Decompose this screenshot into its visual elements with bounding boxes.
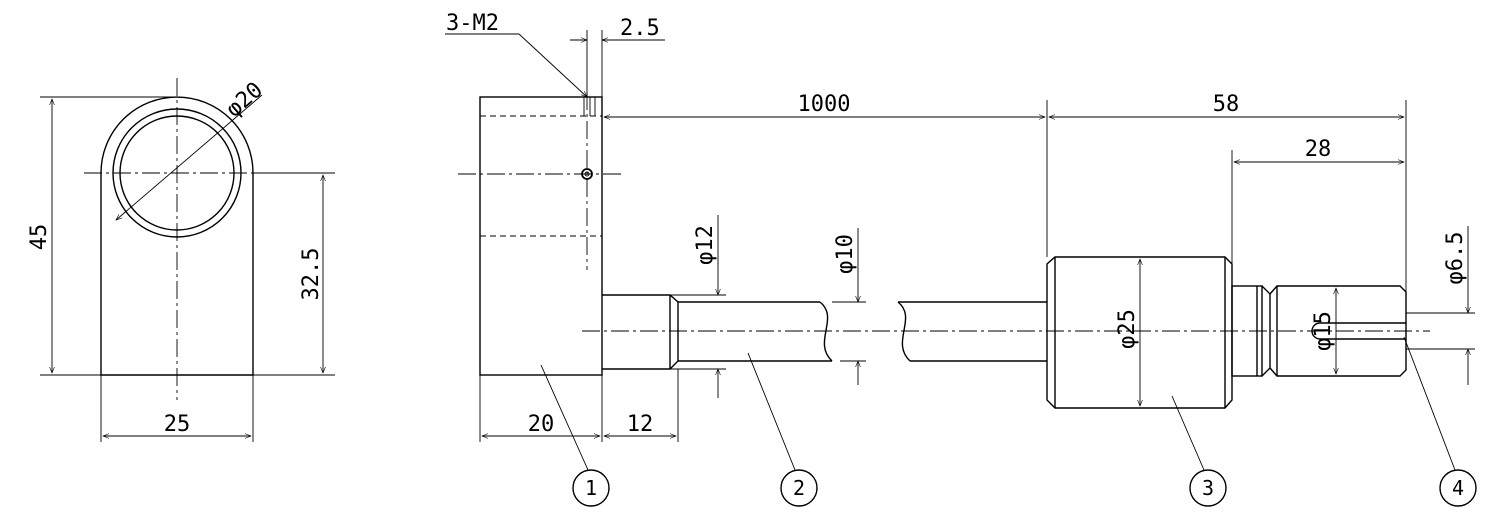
callout-3-circle	[1189, 469, 1227, 507]
boot-diameter-label: φ12	[693, 225, 718, 265]
front-view-outline	[100, 96, 254, 376]
callout-4-circle	[1439, 469, 1477, 507]
pin-diameter-label: φ6.5	[1443, 232, 1468, 285]
part-callouts: 1 2 3 4	[540, 336, 1477, 507]
front-height-label: 45	[27, 224, 52, 251]
cable-length-label: 1000	[798, 92, 851, 117]
thread-offset-label: 2.5	[620, 16, 660, 41]
boot-length-label: 12	[627, 412, 654, 437]
screw-hole-inner	[584, 171, 590, 177]
front-view: φ20 45 32.5 25	[27, 78, 335, 442]
plug-slot	[1311, 322, 1406, 340]
cable-break-left	[819, 301, 833, 362]
front-diameter-label: φ20	[222, 78, 268, 123]
plug-collar	[1231, 285, 1263, 377]
cable-diameter-label: φ10	[833, 234, 858, 274]
callout-2-circle	[780, 469, 818, 507]
callout-3-leader	[1171, 395, 1205, 471]
front-center-height-label: 32.5	[299, 248, 324, 301]
callout-1-leader	[540, 364, 589, 471]
side-view: 3-M2 2.5 1000	[445, 11, 1475, 442]
connector-diameter-label: φ25	[1115, 309, 1140, 349]
plug-groove	[1261, 285, 1271, 377]
callout-2-leader	[747, 352, 796, 471]
callout-1-label: 1	[585, 476, 597, 500]
plug-length-label: 28	[1305, 137, 1332, 162]
callout-4-label: 4	[1452, 476, 1464, 500]
plug-diameter-label: φ15	[1311, 311, 1336, 351]
front-width-label: 25	[164, 412, 191, 437]
callout-1-circle	[572, 469, 610, 507]
cable-boot	[602, 294, 679, 370]
callout-4-leader	[1403, 336, 1456, 471]
connector-length-label: 58	[1213, 92, 1240, 117]
thread-label: 3-M2	[446, 11, 499, 36]
thread-callout-leader	[518, 33, 588, 98]
callout-2-label: 2	[793, 476, 805, 500]
diameter-leader-line	[115, 94, 263, 221]
body-width-label: 20	[528, 412, 555, 437]
screw-hole-outer	[581, 168, 593, 180]
plug-shank	[1269, 285, 1407, 377]
cable-break-right	[897, 301, 911, 362]
callout-3-label: 3	[1202, 476, 1214, 500]
